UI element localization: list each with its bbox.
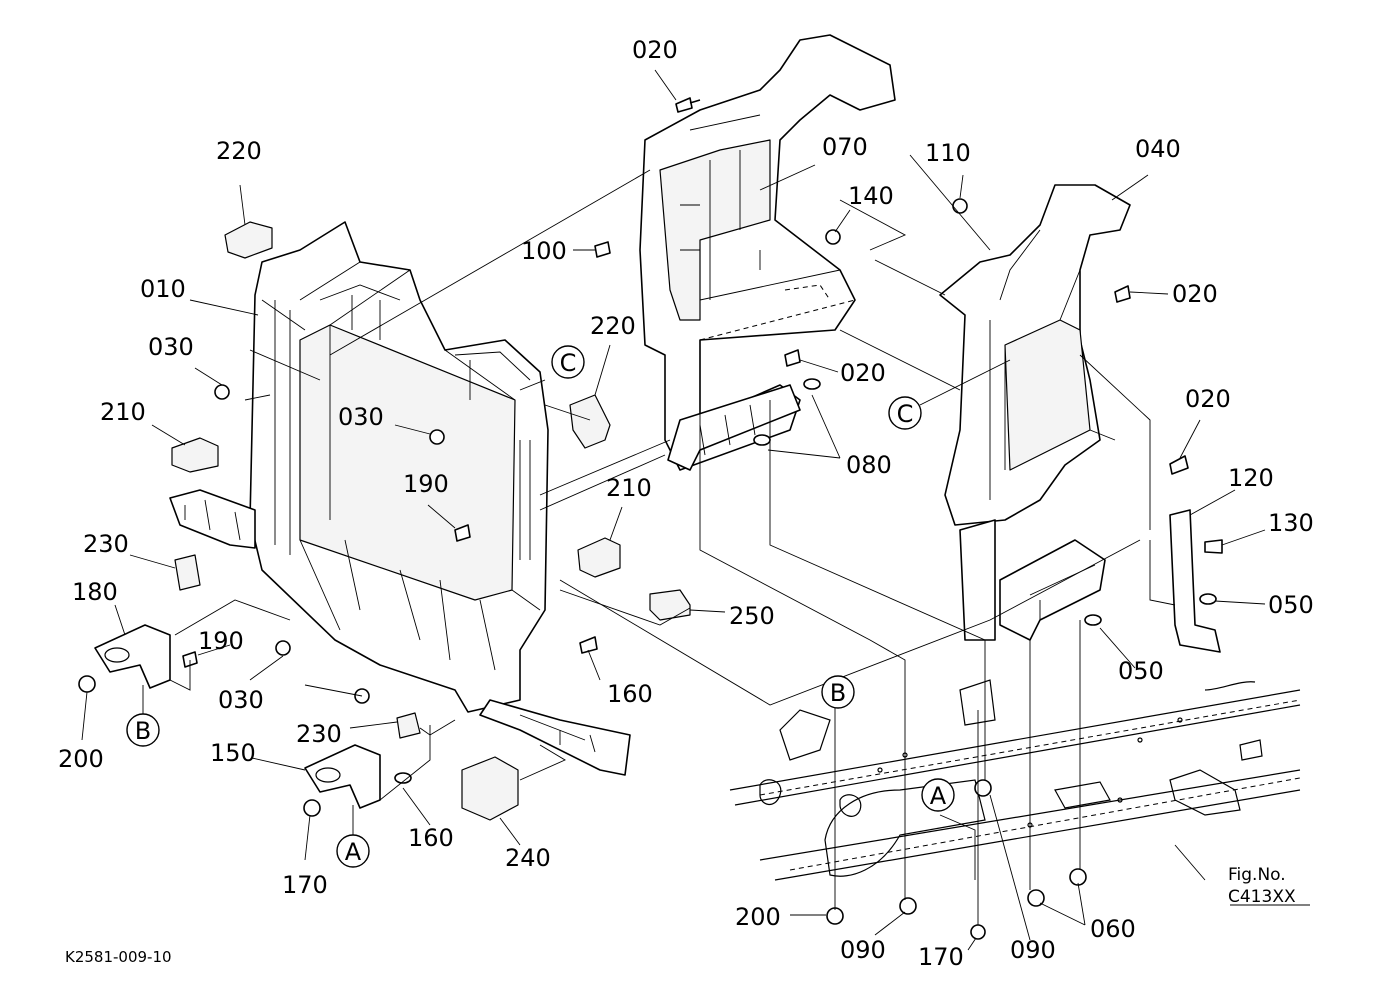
shroud-middle-part (639, 34, 896, 471)
label-140: 140 (848, 182, 894, 210)
label-040: 040 (1135, 135, 1181, 163)
small-parts (78, 97, 1223, 940)
label-200-bottom: 200 (735, 903, 781, 931)
callout-a-left: A (345, 838, 362, 866)
label-250: 250 (729, 602, 775, 630)
label-240: 240 (505, 844, 551, 872)
label-190-center: 190 (403, 470, 449, 498)
callout-a-right: A (930, 782, 947, 810)
label-050-right: 050 (1268, 591, 1314, 619)
callout-c-right: C (897, 400, 914, 428)
label-020-middle: 020 (840, 359, 886, 387)
label-070: 070 (822, 133, 868, 161)
label-020-top: 020 (632, 36, 678, 64)
callout-circles (126, 345, 955, 868)
label-020-right-lower: 020 (1185, 385, 1231, 413)
label-170-bottom: 170 (918, 943, 964, 971)
chassis-frame (729, 679, 1301, 881)
label-100: 100 (521, 237, 567, 265)
label-110: 110 (925, 139, 971, 167)
label-080: 080 (846, 451, 892, 479)
label-010: 010 (140, 275, 186, 303)
label-230-bottom: 230 (296, 720, 342, 748)
label-210-right: 210 (606, 474, 652, 502)
label-120: 120 (1228, 464, 1274, 492)
callout-b-right: B (830, 679, 846, 707)
label-030-center: 030 (338, 403, 384, 431)
label-200-left: 200 (58, 745, 104, 773)
label-090-left: 090 (840, 936, 886, 964)
label-220-top: 220 (216, 137, 262, 165)
label-150: 150 (210, 739, 256, 767)
drawing-code: K2581-009-10 (65, 948, 172, 966)
label-160-bottom: 160 (408, 824, 454, 852)
callout-c-left: C (560, 349, 577, 377)
label-220-right: 220 (590, 312, 636, 340)
leader-lines (81, 69, 1310, 951)
label-020-right: 020 (1172, 280, 1218, 308)
radiator-frame-part (169, 221, 631, 776)
label-170-left: 170 (282, 871, 328, 899)
figure-number-code: C413XX (1228, 887, 1296, 907)
label-050-center: 050 (1118, 657, 1164, 685)
label-230-left: 230 (83, 530, 129, 558)
label-210-left: 210 (100, 398, 146, 426)
figure-number-title: Fig.No. (1228, 865, 1286, 885)
label-030-bottom: 030 (218, 686, 264, 714)
shroud-right-part (939, 184, 1221, 653)
callout-b-left: B (135, 717, 151, 745)
label-060: 060 (1090, 915, 1136, 943)
label-030-left: 030 (148, 333, 194, 361)
label-090-right: 090 (1010, 936, 1056, 964)
label-190-lower: 190 (198, 627, 244, 655)
label-130: 130 (1268, 509, 1314, 537)
label-180: 180 (72, 578, 118, 606)
label-160-right: 160 (607, 680, 653, 708)
